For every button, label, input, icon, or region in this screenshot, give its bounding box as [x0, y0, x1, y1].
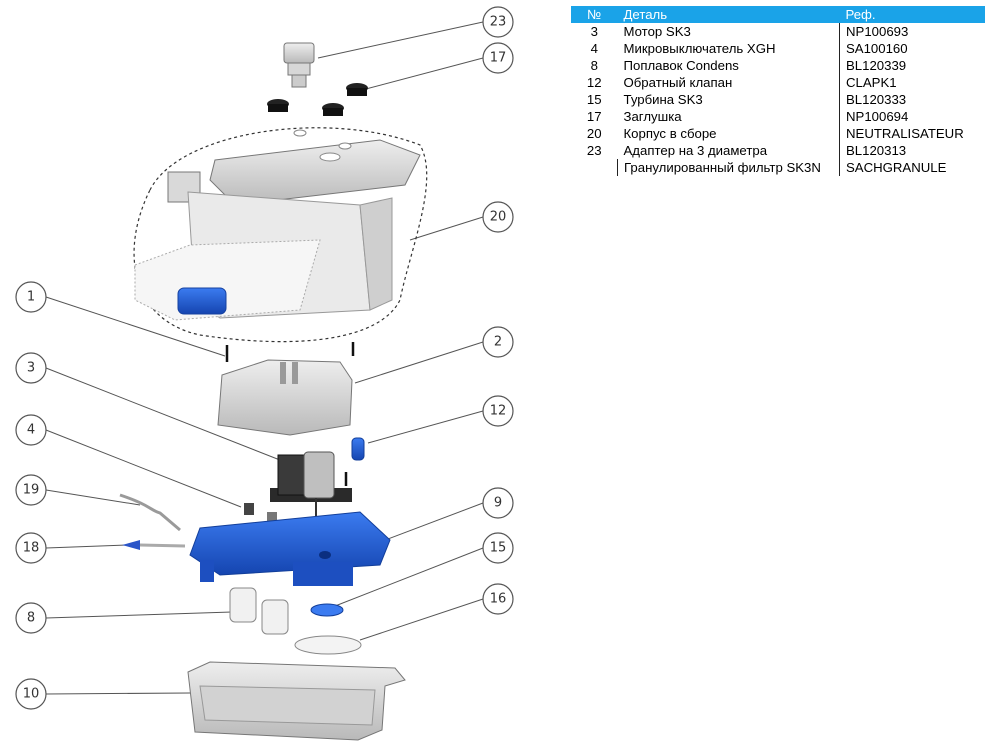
callout-15: 15	[482, 532, 514, 564]
svg-text:12: 12	[490, 404, 507, 419]
part-3-motor	[270, 451, 352, 525]
svg-text:17: 17	[490, 51, 507, 66]
row-ref: BL120339	[839, 57, 985, 74]
row-num: 15	[586, 92, 602, 107]
row-name: Поплавок Condens	[623, 58, 739, 73]
callout-1: 1	[15, 281, 47, 313]
part-23-adapter	[283, 42, 315, 88]
table-row: 8 Поплавок Condens BL120339	[571, 57, 985, 74]
row-ref: NP100694	[839, 108, 985, 125]
row-num: 4	[590, 41, 598, 56]
callout-18: 18	[15, 532, 47, 564]
row-num	[571, 159, 618, 176]
row-name: Гранулированный фильтр SK3N	[617, 159, 840, 176]
row-name: Адаптер на 3 диаметра	[623, 143, 768, 158]
svg-text:8: 8	[27, 611, 35, 626]
row-ref: CLAPK1	[839, 74, 985, 91]
svg-text:23: 23	[490, 15, 507, 30]
table-row: 12 Обратный клапан CLAPK1	[571, 74, 985, 91]
svg-text:3: 3	[27, 361, 35, 376]
part-1-screws	[225, 342, 355, 362]
row-num: 23	[586, 143, 602, 158]
header-num: №	[571, 6, 618, 23]
row-name: Корпус в сборе	[623, 126, 717, 141]
callout-9: 9	[482, 487, 514, 519]
part-10-tray	[187, 661, 406, 741]
part-17-plugs	[267, 83, 368, 116]
part-12-check-valve	[344, 437, 365, 486]
callout-20: 20	[482, 201, 514, 233]
callout-3: 3	[15, 352, 47, 384]
table-row: 3 Мотор SK3 NP100693	[571, 23, 985, 40]
row-name: Заглушка	[623, 109, 682, 124]
row-num: 20	[586, 126, 602, 141]
svg-text:16: 16	[490, 592, 507, 607]
svg-text:2: 2	[494, 335, 502, 350]
row-ref: NEUTRALISATEUR	[839, 125, 985, 142]
svg-text:18: 18	[23, 541, 40, 556]
svg-text:10: 10	[23, 687, 40, 702]
svg-text:9: 9	[494, 496, 502, 511]
part-18-connector	[122, 540, 186, 550]
callout-19: 19	[15, 474, 47, 506]
part-9-base	[189, 511, 391, 586]
svg-text:20: 20	[490, 210, 507, 225]
callout-12: 12	[482, 395, 514, 427]
header-name: Деталь	[617, 6, 840, 23]
part-4-microswitch	[244, 503, 277, 522]
row-name: Обратный клапан	[623, 75, 733, 90]
part-16-disc	[294, 635, 362, 655]
svg-text:15: 15	[490, 541, 507, 556]
row-name: Микровыключатель XGH	[623, 41, 776, 56]
table-row: 15 Турбина SK3 BL120333	[571, 91, 985, 108]
parts-table-header: № Деталь Реф.	[571, 6, 985, 23]
row-name: Турбина SK3	[623, 92, 703, 107]
row-ref: SA100160	[839, 40, 985, 57]
part-20-housing	[133, 127, 428, 343]
svg-text:1: 1	[27, 290, 35, 305]
row-num: 8	[590, 58, 598, 73]
svg-text:19: 19	[23, 483, 40, 498]
callout-17: 17	[482, 42, 514, 74]
table-row: 17 Заглушка NP100694	[571, 108, 985, 125]
row-ref: NP100693	[839, 23, 985, 40]
table-row: 4 Микровыключатель XGH SA100160	[571, 40, 985, 57]
callout-23: 23	[482, 6, 514, 38]
row-ref: BL120333	[839, 91, 985, 108]
callout-4: 4	[15, 414, 47, 446]
callout-16: 16	[482, 583, 514, 615]
table-row: 20 Корпус в сборе NEUTRALISATEUR	[571, 125, 985, 142]
svg-text:4: 4	[27, 423, 35, 438]
part-8-floats	[229, 587, 289, 635]
leader-lines	[45, 21, 484, 695]
parts-table: № Деталь Реф. 3 Мотор SK3 NP100693 4 Мик…	[571, 6, 985, 176]
callout-8: 8	[15, 602, 47, 634]
row-num: 12	[586, 75, 602, 90]
table-row: 23 Адаптер на 3 диаметра BL120313	[571, 142, 985, 159]
part-19-cable	[119, 493, 181, 532]
part-2-cover	[217, 359, 353, 436]
table-row: Гранулированный фильтр SK3N SACHGRANULE	[571, 159, 985, 176]
row-num: 17	[586, 109, 602, 124]
callout-10: 10	[15, 678, 47, 710]
part-15-turbine	[310, 603, 344, 617]
row-name: Мотор SK3	[623, 24, 691, 39]
callout-2: 2	[482, 326, 514, 358]
header-ref: Реф.	[839, 6, 985, 23]
row-ref: SACHGRANULE	[839, 159, 985, 176]
row-ref: BL120313	[839, 142, 985, 159]
row-num: 3	[590, 24, 598, 39]
